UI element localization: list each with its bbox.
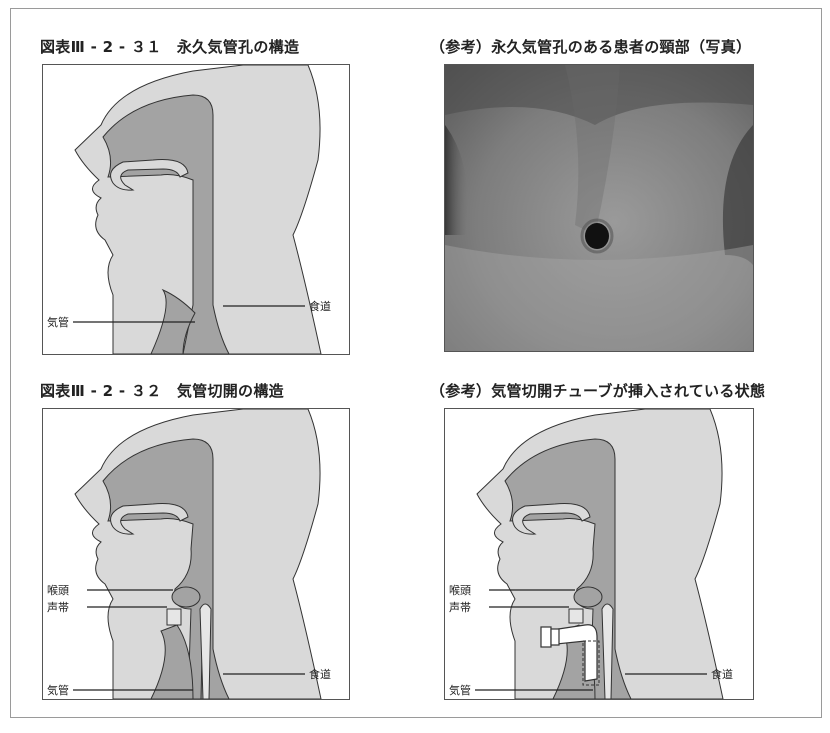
- label-esophagus: 食道: [309, 299, 331, 313]
- stoma-opening: [585, 223, 609, 249]
- label-trachea: 気管: [47, 683, 69, 697]
- label-trachea: 気管: [449, 683, 471, 697]
- figure-31-title: 図表Ⅲ - 2 - ３１ 永久気管孔の構造: [40, 36, 299, 57]
- neck-photo-svg: [445, 65, 753, 351]
- label-larynx: 喉頭: [449, 584, 471, 597]
- tube-diagram-svg: 喉頭 声帯 食道 気管: [445, 409, 753, 699]
- label-esophagus: 食道: [309, 667, 331, 681]
- label-esophagus: 食道: [711, 667, 733, 681]
- label-trachea: 気管: [47, 315, 69, 329]
- figure-32-title: 図表Ⅲ - 2 - ３２ 気管切開の構造: [40, 380, 284, 401]
- label-vocal-cords: 声帯: [47, 600, 69, 614]
- tube-figure-title: （参考）気管切開チューブが挿入されている状態: [430, 380, 765, 401]
- label-larynx: 喉頭: [47, 584, 69, 597]
- figure-31-diagram: 食道 気管: [42, 64, 350, 355]
- label-vocal-cords: 声帯: [449, 600, 471, 614]
- photo-title: （参考）永久気管孔のある患者の頸部（写真）: [430, 36, 751, 57]
- tube-diagram: 喉頭 声帯 食道 気管: [444, 408, 754, 700]
- neck-stoma-photo: [444, 64, 754, 352]
- figure-32-diagram: 喉頭 声帯 食道 気管: [42, 408, 350, 700]
- stoma-diagram-svg: 食道 気管: [43, 65, 349, 354]
- tracheotomy-diagram-svg: 喉頭 声帯 食道 気管: [43, 409, 349, 699]
